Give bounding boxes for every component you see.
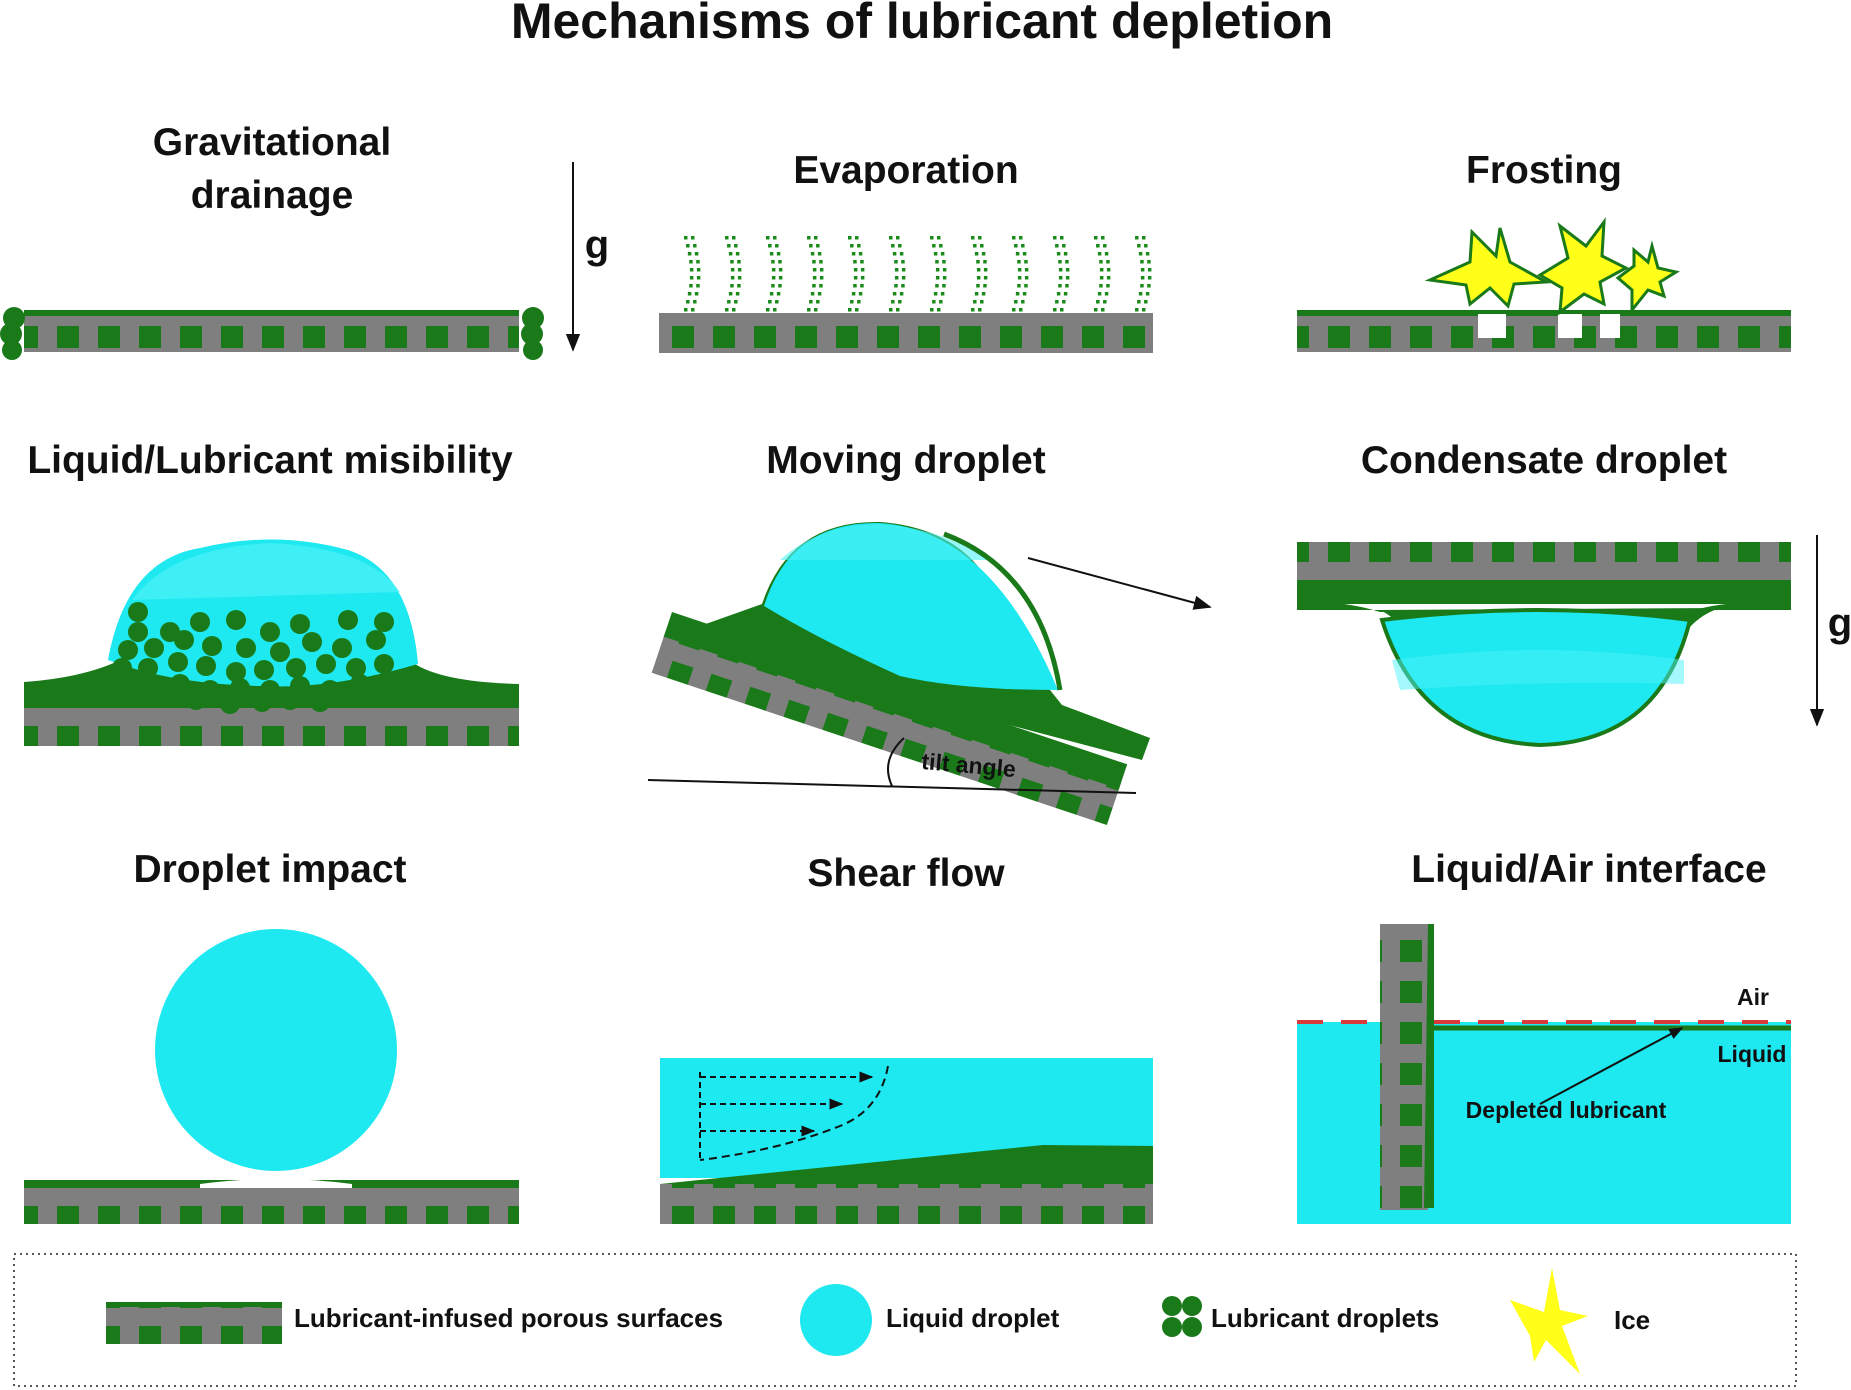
panel-gravitational-drainage: Gravitational drainage g [0,121,609,360]
depleted-pore [1478,314,1506,338]
ice-crystal [1537,217,1630,316]
depressed-lubricant [200,1179,352,1188]
porous-substrate-inverted [1297,542,1791,586]
panel-title-evaporation: Evaporation [793,149,1018,192]
tilt-angle-arc [887,737,905,787]
panel-title-misibility: Liquid/Lubricant misibility [27,439,513,482]
legend-box [13,1253,1797,1387]
horizontal-reference-line [647,779,1137,794]
ice-crystal [1615,240,1680,315]
porous-substrate [24,702,519,746]
panel-lubricant-misibility: Liquid/Lubricant misibility [24,439,519,746]
porous-substrate [659,313,1153,353]
legend-ice-icon [1510,1268,1588,1374]
lubricant-droplets-in-liquid [112,602,394,714]
droplet-highlight [1392,650,1684,690]
legend-liquid-droplet-label: Liquid droplet [886,1303,1060,1333]
panel-title-moving-droplet: Moving droplet [766,439,1045,482]
droplet-highlight [780,524,990,560]
legend-surface-icon [106,1302,282,1344]
panel-shear-flow: Shear flow [660,852,1153,1224]
motion-arrow [1027,557,1212,610]
drained-lubricant-drops-left [0,307,25,360]
legend-ice-label: Ice [1614,1305,1650,1335]
panel-title-liquid-air-interface: Liquid/Air interface [1411,848,1766,891]
ice-crystal [1424,227,1552,309]
lubricant-layer [24,310,519,316]
porous-substrate [651,630,1121,825]
legend-lubricant-droplets-icon [1162,1296,1202,1337]
panel-title-gravitational-line1: Gravitational [153,121,391,164]
air-label: Air [1737,984,1769,1010]
advancing-lubricant-rim [943,531,1063,691]
vertical-substrate [1380,924,1428,1210]
drained-lubricant-drops-right [521,307,544,360]
panel-evaporation: Evaporation [659,149,1153,353]
legend-lubricant-droplets-label: Lubricant droplets [1211,1303,1439,1333]
velocity-profile-curve [699,1065,889,1161]
panel-title-frosting: Frosting [1466,149,1622,192]
legend-surface-label: Lubricant-infused porous surfaces [294,1303,723,1333]
depleted-pore [1600,314,1620,338]
panel-frosting: Frosting [1297,149,1791,352]
porous-substrate [24,310,519,352]
depleted-lubricant-arrow [1539,1027,1684,1105]
liquid-droplet [764,522,1058,690]
panel-moving-droplet: Moving droplet tilt angle [647,439,1212,825]
lubricant-layer [1297,310,1791,316]
figure-title: Mechanisms of lubricant depletion [511,0,1333,49]
legend: Lubricant-infused porous surfaces Liquid… [13,1253,1797,1387]
porous-substrate [1380,924,1428,1210]
gravity-label: g [585,223,609,267]
panel-liquid-air-interface: Liquid/Air interface Air Liquid Depleted… [1297,848,1791,1224]
panel-title-gravitational-line2: drainage [191,174,354,217]
panel-droplet-impact: Droplet impact [24,848,519,1224]
evaporating-lubricant-dots [684,236,1152,312]
lubricant-layer [1297,580,1791,604]
panel-condensate-droplet: Condensate droplet g [1297,439,1851,748]
gravity-label: g [1828,601,1851,645]
impacting-liquid-droplet [155,929,397,1171]
liquid-bath [1297,1022,1791,1224]
legend-liquid-droplet-icon [800,1284,872,1356]
depleted-pore [1558,314,1582,338]
porous-substrate [1297,310,1791,352]
lubricant-layer-on-wall [1424,924,1434,1208]
lubricant-layer [660,1145,1153,1186]
panel-title-shear-flow: Shear flow [807,852,1005,895]
depleted-lubricant-label: Depleted lubricant [1466,1097,1667,1123]
droplet-highlight [132,543,400,600]
porous-substrate [660,1184,1153,1224]
liquid-label: Liquid [1718,1041,1787,1067]
panel-title-condensate-droplet: Condensate droplet [1361,439,1727,482]
panel-title-droplet-impact: Droplet impact [133,848,406,891]
